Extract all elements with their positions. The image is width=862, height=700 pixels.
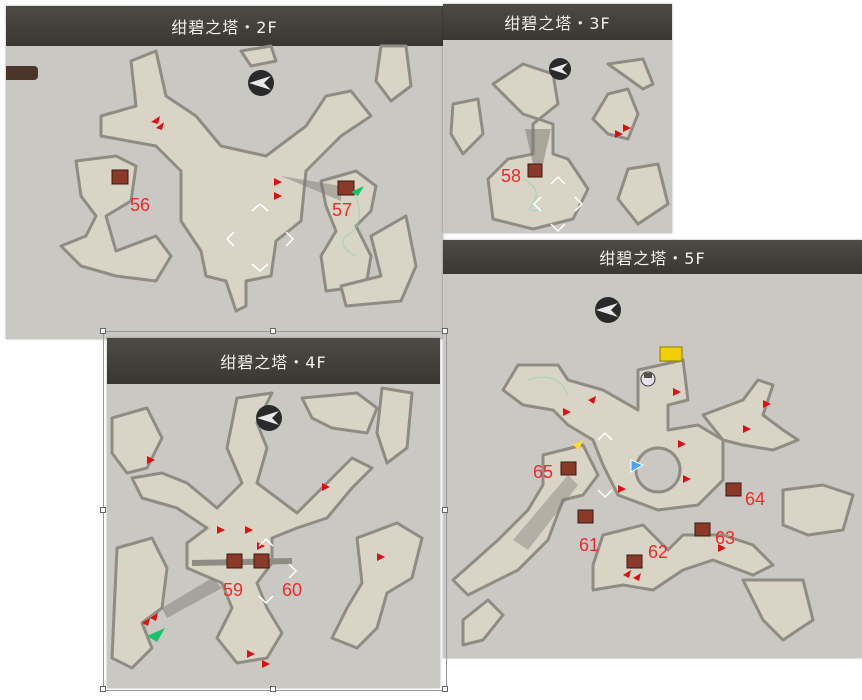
floor-title-bar: 绀碧之塔・4F <box>107 338 440 384</box>
map-panel-4f: 绀碧之塔・4F <box>107 338 440 688</box>
resize-handle[interactable] <box>442 507 448 513</box>
resize-handle[interactable] <box>100 507 106 513</box>
marker-label: 61 <box>579 535 599 555</box>
dpad-overlay <box>532 175 584 233</box>
resize-handle[interactable] <box>270 686 276 692</box>
resize-handle[interactable] <box>270 328 276 334</box>
player-arrow-icon <box>147 628 165 642</box>
resize-handle[interactable] <box>100 328 106 334</box>
map-panel-2f: 绀碧之塔・2F 56 57 <box>6 6 443 339</box>
save-point-icon <box>640 371 656 387</box>
exit-marker-icon <box>659 346 683 362</box>
dpad-overlay <box>225 203 295 272</box>
treasure-chest-icon <box>111 169 355 196</box>
dpad-overlay <box>597 431 613 499</box>
treasure-chest-icon <box>226 553 270 569</box>
floor-title-bar: 绀碧之塔・2F <box>6 6 443 46</box>
treasure-chest-icon <box>560 461 742 569</box>
floor-map-5f[interactable]: 61 62 63 64 65 <box>443 240 862 658</box>
marker-label: 58 <box>501 166 521 186</box>
enemy-marker-icon <box>142 456 385 668</box>
compass-icon <box>549 58 571 80</box>
floor-title-bar: 绀碧之塔・3F <box>443 4 672 40</box>
marker-label: 63 <box>715 528 735 548</box>
floor-title: 绀碧之塔・4F <box>220 353 327 372</box>
compass-icon <box>256 405 282 431</box>
marker-label: 56 <box>130 195 150 215</box>
floor-title: 绀碧之塔・2F <box>171 18 278 37</box>
floor-map-4f[interactable]: 59 60 <box>107 338 440 688</box>
enemy-marker-icon <box>563 388 771 581</box>
floor-map-3f[interactable]: 58 <box>443 4 672 233</box>
player-arrow-icon <box>351 186 364 196</box>
floor-title-bar: 绀碧之塔・5F <box>443 240 862 274</box>
treasure-chest-icon <box>527 163 543 178</box>
compass-icon <box>595 297 621 323</box>
floor-title: 绀碧之塔・3F <box>504 14 611 33</box>
resize-handle[interactable] <box>100 686 106 692</box>
dpad-overlay <box>258 537 298 605</box>
marker-label: 64 <box>745 489 765 509</box>
marker-label: 57 <box>332 200 352 220</box>
player-arrow-icon <box>630 459 645 473</box>
slider-tab[interactable] <box>6 66 38 80</box>
enemy-marker-icon <box>151 116 282 200</box>
enemy-marker-icon <box>615 124 631 138</box>
map-panel-3f: 绀碧之塔・3F 58 <box>443 4 672 233</box>
marker-label: 62 <box>648 542 668 562</box>
resize-handle[interactable] <box>442 328 448 334</box>
enemy-marker-icon <box>573 440 583 450</box>
floor-map-2f[interactable]: 56 57 <box>6 6 443 339</box>
marker-label: 60 <box>282 580 302 600</box>
marker-label: 65 <box>533 462 553 482</box>
map-panel-5f: 绀碧之塔・5F <box>443 240 862 658</box>
floor-title: 绀碧之塔・5F <box>599 249 706 268</box>
resize-handle[interactable] <box>442 686 448 692</box>
compass-icon <box>248 70 274 96</box>
marker-label: 59 <box>223 580 243 600</box>
